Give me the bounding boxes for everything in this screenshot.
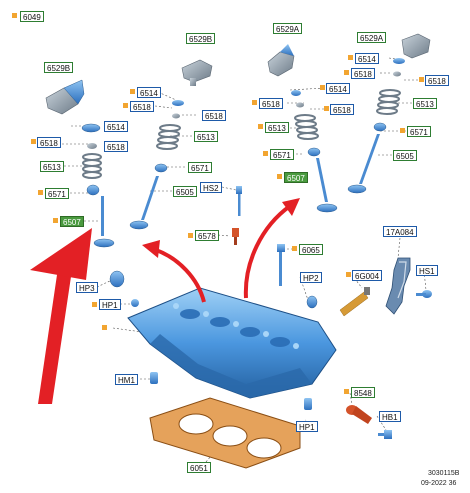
label-6518-center-right-a: 6518	[259, 98, 283, 109]
label-6518-center-left-b: 6518	[202, 110, 226, 121]
sensor-8548	[346, 405, 372, 424]
label-6571-center-right: 6571	[270, 149, 294, 160]
sensor-6578	[232, 228, 239, 245]
bolt-6065	[277, 244, 285, 286]
label-hp2: HP2	[300, 272, 322, 283]
label-6529b-center: 6529B	[186, 33, 216, 44]
marker-6578	[188, 233, 193, 238]
marker-6518-h	[419, 77, 424, 82]
revision-date: 09-2022 36	[421, 480, 457, 487]
label-6049: 6049	[20, 11, 44, 22]
label-6571-left: 6571	[45, 188, 69, 199]
marker-6507-a	[53, 218, 58, 223]
label-6507-left: 6507	[60, 216, 84, 227]
label-6514-left: 6514	[104, 121, 128, 132]
plug-hp3	[109, 270, 125, 288]
plug-hm1	[150, 372, 158, 384]
label-17a084: 17A084	[383, 226, 417, 237]
sensor-6g004	[339, 287, 370, 317]
label-hp3: HP3	[76, 282, 98, 293]
cylinder-head	[127, 287, 337, 399]
plug-hp1-bottom	[304, 398, 312, 410]
label-6518-center-left-a: 6518	[130, 101, 154, 112]
marker-6514-c	[320, 85, 325, 90]
marker-6514-b	[130, 89, 135, 94]
label-6571-center-left: 6571	[188, 162, 212, 173]
marker-6518-c	[123, 103, 128, 108]
marker-6507-b	[277, 174, 282, 179]
marker-6g004	[346, 272, 351, 277]
label-6518-left-b: 6518	[104, 141, 128, 152]
label-6518-right-a: 6518	[351, 68, 375, 79]
leader-lines	[62, 57, 427, 463]
bolt-hb1	[378, 430, 392, 439]
pipe-17a084	[385, 257, 411, 315]
label-hb1: HB1	[379, 411, 401, 422]
marker-6518-e	[252, 100, 257, 105]
plug-hp2	[306, 295, 318, 309]
label-6518-center-right-b: 6518	[330, 104, 354, 115]
marker-6571-d	[400, 128, 405, 133]
label-6513-left: 6513	[40, 161, 64, 172]
plug-hp1-top	[131, 299, 139, 307]
label-6514-center-left: 6514	[137, 87, 161, 98]
label-6513-center-left: 6513	[194, 131, 218, 142]
label-6051: 6051	[187, 462, 211, 473]
label-8548: 8548	[351, 387, 375, 398]
label-6514-center-right: 6514	[326, 83, 350, 94]
label-6529b-left: 6529B	[44, 62, 74, 73]
head-gasket	[149, 397, 301, 469]
label-hp1-bottom: HP1	[296, 421, 318, 432]
label-6518-left-a: 6518	[37, 137, 61, 148]
label-hm1: HM1	[115, 374, 138, 385]
label-6571-right: 6571	[407, 126, 431, 137]
label-6514-right: 6514	[355, 53, 379, 64]
marker-8548	[344, 389, 349, 394]
marker-6571-a	[38, 190, 43, 195]
reference-number: 3030115B	[428, 470, 460, 477]
marker-6518-f	[324, 106, 329, 111]
marker-hp1-a	[92, 302, 97, 307]
valve-train-center-right	[267, 44, 338, 213]
label-6518-right-b: 6518	[425, 75, 449, 86]
label-6505-right: 6505	[393, 150, 417, 161]
label-hp1-top: HP1	[99, 299, 121, 310]
label-6529a-right: 6529A	[357, 32, 387, 43]
valve-train-right	[347, 33, 431, 194]
label-6513-right: 6513	[413, 98, 437, 109]
label-6513-center-right: 6513	[265, 122, 289, 133]
bolt-hs1	[416, 290, 432, 298]
valve-train-left	[45, 79, 115, 248]
label-hs1: HS1	[416, 265, 438, 276]
label-6065: 6065	[299, 244, 323, 255]
marker-6514-d	[348, 55, 353, 60]
marker-head	[102, 325, 107, 330]
marker-6518-a	[31, 139, 36, 144]
label-6507-center-right: 6507	[284, 172, 308, 183]
label-6529a-center: 6529A	[273, 23, 303, 34]
marker-6571-c	[263, 151, 268, 156]
label-6505-center-left: 6505	[173, 186, 197, 197]
label-hs2: HS2	[200, 182, 222, 193]
label-6578: 6578	[195, 230, 219, 241]
valve-train-center-left	[129, 59, 213, 230]
red-arrows	[30, 198, 300, 404]
marker-6518-g	[344, 70, 349, 75]
label-6g004: 6G004	[352, 270, 383, 281]
marker-6513-c	[258, 124, 263, 129]
marker-6049	[12, 13, 17, 18]
bolt-hs2	[236, 186, 242, 216]
marker-6065	[292, 246, 297, 251]
